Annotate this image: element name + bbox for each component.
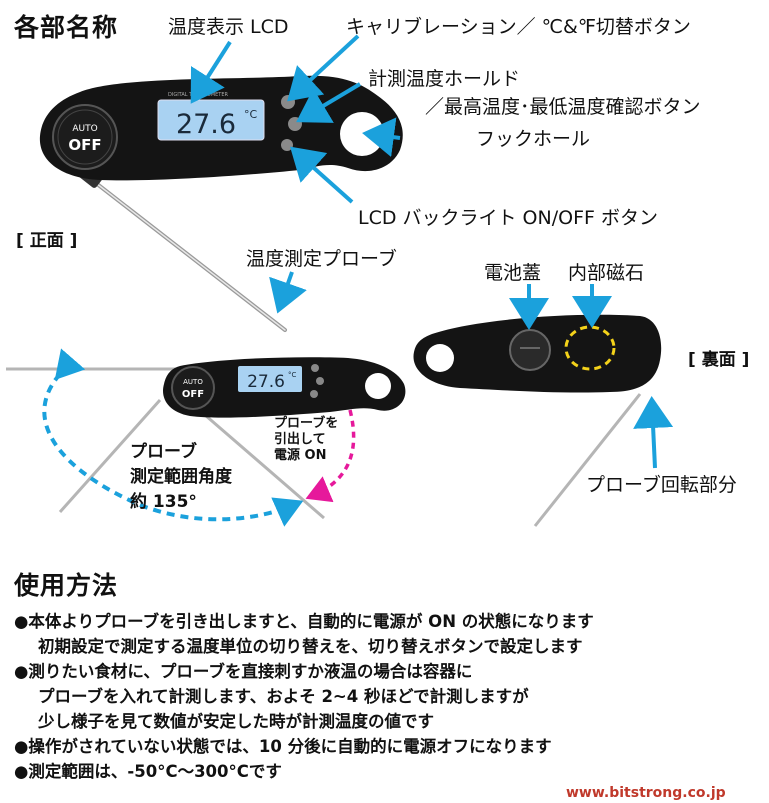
section-title-usage: 使用方法 [14, 571, 119, 600]
off-label: OFF [68, 136, 101, 154]
arrow-hook [362, 117, 401, 157]
label-backlight: LCD バックライト ON/OFF ボタン [358, 207, 658, 229]
battery-cover [509, 329, 551, 371]
usage-line: 測定範囲は、-50°C～300°Cです [28, 762, 282, 781]
side-lcd-value: 27.6 [247, 372, 285, 392]
bullet-marker: ● [14, 737, 29, 756]
hold-button[interactable] [288, 117, 302, 131]
calibration-button[interactable] [281, 95, 295, 109]
arc-power-on [305, 409, 356, 503]
label-magnet: 内部磁石 [568, 262, 645, 284]
arrow-hold [296, 82, 362, 123]
auto-off-dial [52, 104, 118, 170]
usage-list: ●本体よりプローブを引き出しますと、自動的に電源が ON の状態になります 初期… [14, 609, 594, 784]
arc-angle-range [42, 348, 304, 527]
usage-item: ●測りたい食材に、プローブを直接刺すか液温の場合は容器に プローブを入れて計測し… [14, 659, 594, 734]
auto-label: AUTO [72, 124, 97, 134]
backlight-button[interactable] [281, 139, 293, 151]
bullet-marker: ● [14, 662, 29, 681]
usage-item: ●測定範囲は、-50°C～300°Cです [14, 759, 594, 784]
footer-url[interactable]: www.bitstrong.co.jp [566, 785, 726, 801]
usage-line: 本体よりプローブを引き出しますと、自動的に電源が ON の状態になります [28, 612, 594, 631]
device-front: AUTO OFF DIGITAL THERMOMETER 27.6 °C [39, 75, 403, 332]
magnet-ring [564, 325, 616, 371]
thermometer-diagram: AUTO OFF DIGITAL THERMOMETER 27.6 °C AUT… [6, 34, 674, 527]
label-probe-rotate: プローブ回転部分 [586, 474, 737, 496]
side-off-label: OFF [182, 389, 204, 400]
device-back [413, 314, 662, 527]
label-angle-1: プローブ [130, 442, 197, 462]
label-battery: 電池蓋 [484, 262, 542, 284]
label-hold-2: ／最高温度･最低温度確認ボタン [425, 96, 701, 118]
probe-back [533, 393, 642, 527]
arrow-lcd [190, 40, 232, 104]
label-back: [ 裏面 ] [688, 350, 750, 370]
label-front: [ 正面 ] [16, 231, 78, 251]
back-arrows [509, 284, 674, 469]
label-power: プローブを 引出して 電源 ON [274, 416, 338, 464]
label-calibration: キャリブレーション／ ℃&℉切替ボタン [346, 16, 691, 38]
usage-line: 測りたい食材に、プローブを直接刺すか液温の場合は容器に [28, 662, 473, 681]
side-auto-label: AUTO [183, 378, 203, 386]
label-power-3: 電源 ON [274, 448, 327, 463]
label-angle: プローブ 測定範囲角度 約 135° [130, 440, 232, 515]
section-title-parts: 各部名称 [14, 13, 119, 42]
label-probe: 温度測定プローブ [246, 248, 397, 270]
label-lcd: 温度表示 LCD [168, 16, 289, 38]
side-lcd-unit: °C [288, 371, 297, 379]
label-hold-1: 計測温度ホールド [368, 68, 521, 90]
label-power-2: 引出して [274, 432, 326, 447]
label-hook: フックホール [476, 128, 591, 150]
front-arrows [190, 34, 401, 314]
arrow-rotate [633, 396, 674, 469]
usage-item: ●本体よりプローブを引き出しますと、自動的に電源が ON の状態になります 初期… [14, 609, 594, 659]
usage-line: 初期設定で測定する温度単位の切り替えを、切り替えボタンで設定します [38, 637, 583, 656]
arrow-probe [269, 271, 307, 314]
usage-line: プローブを入れて計測します、およそ 2~4 秒ほどで計測しますが [38, 687, 529, 706]
usage-line: 少し様子を見て数値が安定した時が計測温度の値です [38, 712, 434, 731]
usage-item: ●操作がされていない状態では、10 分後に自動的に電源オフになります [14, 734, 594, 759]
lcd-unit: °C [244, 108, 258, 121]
arrow-calibration [287, 34, 360, 102]
label-power-1: プローブを [274, 416, 339, 431]
arrow-backlight [290, 146, 354, 204]
usage-line: 操作がされていない状態では、10 分後に自動的に電源オフになります [28, 737, 552, 756]
bullet-marker: ● [14, 612, 29, 631]
label-angle-3: 約 135° [130, 492, 197, 512]
lcd-value: 27.6 [176, 109, 236, 140]
bullet-marker: ● [14, 762, 29, 781]
label-angle-2: 測定範囲角度 [130, 467, 232, 487]
